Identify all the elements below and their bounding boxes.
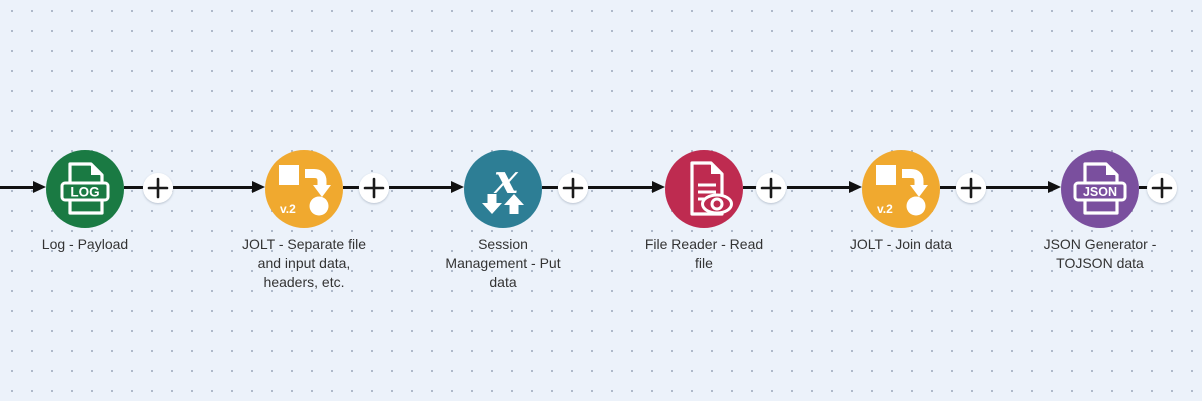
json-file-icon: JSON [1073, 162, 1127, 215]
jolt-transform-icon: v.2 [279, 165, 331, 216]
connector-line [124, 186, 143, 189]
node-json-generator[interactable]: JSON JSON Generator -TOJSON data [1044, 150, 1156, 271]
add-snap-button[interactable] [359, 173, 389, 203]
node-label: JSON Generator -TOJSON data [1043, 236, 1157, 271]
connector-line [0, 186, 35, 189]
add-snap-button[interactable] [143, 173, 173, 203]
version-badge: v.2 [877, 202, 893, 216]
add-snap-button[interactable] [1147, 173, 1177, 203]
arrow-head-icon [451, 181, 464, 193]
plus-icon [147, 177, 169, 199]
add-snap-button[interactable] [558, 173, 588, 203]
file-read-icon [690, 161, 733, 216]
arrow-head-icon [252, 181, 265, 193]
arrow-up-icon [504, 194, 524, 214]
arrow-head-icon [1048, 181, 1061, 193]
node-jolt-join[interactable]: v.2 JOLT - Join data [850, 150, 952, 252]
plus-icon [760, 177, 782, 199]
connector-line [940, 186, 956, 189]
node-circle[interactable]: v.2 [265, 150, 343, 228]
svg-text:JSON: JSON [1083, 185, 1117, 199]
version-badge: v.2 [280, 202, 296, 216]
connector-line [389, 186, 453, 189]
arrow-head-icon [652, 181, 665, 193]
node-circle[interactable]: LOG [46, 150, 124, 228]
node-circle[interactable]: x [464, 150, 542, 228]
connector-line [343, 186, 359, 189]
eye-icon [701, 193, 733, 215]
jolt-transform-icon: v.2 [876, 165, 928, 216]
connector-line [588, 186, 654, 189]
connector-line [787, 186, 850, 189]
plus-icon [562, 177, 584, 199]
add-snap-button[interactable] [756, 173, 786, 203]
svg-text:LOG: LOG [70, 185, 99, 200]
arrow-head-icon [849, 181, 862, 193]
connector-line [986, 186, 1050, 189]
plus-icon [363, 177, 385, 199]
node-label: JOLT - Join data [849, 236, 953, 252]
node-circle[interactable]: v.2 [862, 150, 940, 228]
connector-line [743, 186, 757, 189]
node-circle[interactable] [665, 150, 743, 228]
script-execute-icon: x [482, 156, 524, 214]
log-file-icon: LOG [60, 162, 110, 215]
plus-icon [1151, 177, 1173, 199]
node-log-payload[interactable]: LOG Log - Payload [42, 150, 128, 252]
plus-icon [960, 177, 982, 199]
connector-line [173, 186, 253, 189]
connector-line [542, 186, 558, 189]
connector-line [1139, 186, 1148, 189]
arrow-head-icon [33, 181, 46, 193]
node-label: Log - Payload [41, 236, 129, 252]
node-circle[interactable]: JSON [1061, 150, 1139, 228]
add-snap-button[interactable] [956, 173, 986, 203]
arrow-down-icon [482, 194, 502, 214]
